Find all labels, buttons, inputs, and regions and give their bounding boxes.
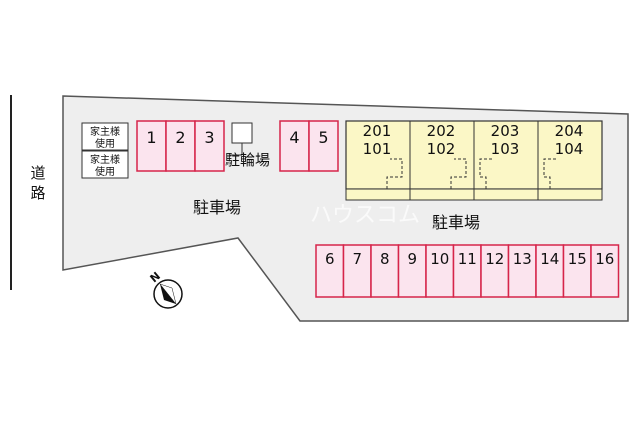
parking-space-10: 10: [425, 244, 455, 298]
unit-upper: 203: [491, 122, 520, 140]
parking-number: 10: [430, 250, 449, 268]
owner-space-line1: 家主様: [90, 153, 120, 166]
parking-space-12: 12: [480, 244, 510, 298]
unit-upper: 202: [427, 122, 456, 140]
parking-space-3: 3: [194, 120, 225, 172]
unit-204-104: 204 104: [537, 122, 603, 201]
parking-number: 14: [540, 250, 559, 268]
bike-parking-box: [231, 122, 253, 144]
parking-number: 8: [380, 250, 390, 268]
parking-space-4: 4: [279, 120, 310, 172]
watermark: ハウスコム: [310, 203, 420, 228]
parking-space-6: 6: [315, 244, 345, 298]
parking-number: 12: [485, 250, 504, 268]
parking-label-right: 駐車場: [432, 213, 480, 232]
owner-space-line2: 使用: [95, 165, 115, 178]
owner-space-1: 家主様 使用: [81, 122, 129, 151]
road-label-2: 路: [30, 184, 45, 202]
parking-number: 1: [146, 128, 156, 147]
parking-space-5: 5: [308, 120, 339, 172]
unit-upper: 204: [555, 122, 584, 140]
owner-space-2: 家主様 使用: [81, 150, 129, 179]
parking-space-1: 1: [136, 120, 167, 172]
bike-parking-label: 駐輪場: [225, 151, 270, 169]
parking-space-9: 9: [397, 244, 427, 298]
parking-number: 7: [352, 250, 362, 268]
parking-number: 13: [513, 250, 532, 268]
parking-space-15: 15: [562, 244, 592, 298]
north-compass-icon: N: [148, 269, 183, 309]
parking-number: 9: [407, 250, 417, 268]
parking-number: 6: [325, 250, 335, 268]
parking-space-2: 2: [165, 120, 196, 172]
unit-lower: 103: [491, 140, 520, 158]
parking-space-13: 13: [507, 244, 537, 298]
unit-202-102: 202 102: [409, 122, 475, 201]
unit-201-101: 201 101: [345, 122, 411, 201]
parking-space-14: 14: [535, 244, 565, 298]
apartment-building: 201 101 202 102 203 103 204 104: [345, 120, 603, 201]
parking-number: 11: [458, 250, 477, 268]
parking-label-left: 駐車場: [193, 198, 241, 217]
parking-number: 5: [318, 128, 328, 147]
unit-lower: 102: [427, 140, 456, 158]
parking-number: 3: [204, 128, 214, 147]
road-label-1: 道: [30, 164, 45, 182]
owner-space-line2: 使用: [95, 137, 115, 150]
unit-lower: 101: [363, 140, 392, 158]
parking-space-7: 7: [342, 244, 372, 298]
parking-space-11: 11: [452, 244, 482, 298]
parking-number: 2: [175, 128, 185, 147]
parking-number: 4: [289, 128, 299, 147]
unit-lower: 104: [555, 140, 584, 158]
parking-number: 16: [595, 250, 614, 268]
unit-upper: 201: [363, 122, 392, 140]
unit-203-103: 203 103: [473, 122, 539, 201]
parking-space-8: 8: [370, 244, 400, 298]
owner-space-line1: 家主様: [90, 125, 120, 138]
parking-space-16: 16: [590, 244, 620, 298]
parking-number: 15: [568, 250, 587, 268]
